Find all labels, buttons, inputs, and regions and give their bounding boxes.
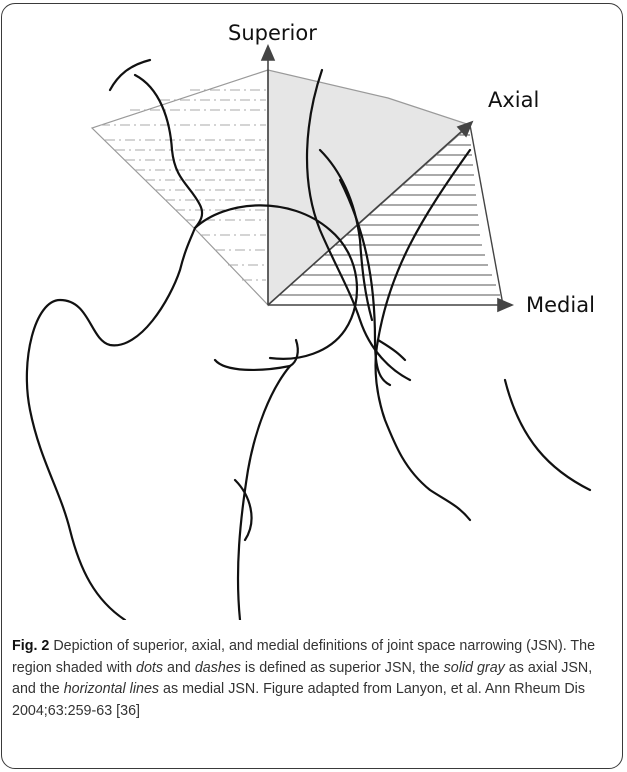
caption-em-dots: dots — [136, 660, 163, 676]
caption-text-2: and — [163, 660, 195, 676]
bone-outlines — [27, 60, 590, 620]
label-axial: Axial — [488, 88, 539, 112]
label-superior: Superior — [228, 21, 317, 45]
jsn-diagram: Superior Axial Medial — [0, 0, 627, 620]
caption-text-3: is defined as superior JSN, the — [241, 660, 444, 676]
caption-em-solid-gray: solid gray — [444, 660, 505, 676]
figure-number: Fig. 2 — [12, 638, 49, 654]
figure-caption: Fig. 2 Depiction of superior, axial, and… — [12, 636, 612, 722]
caption-em-dashes: dashes — [195, 660, 241, 676]
label-medial: Medial — [526, 293, 595, 317]
superior-jsn-dashes — [100, 90, 266, 280]
caption-em-horizontal-lines: horizontal lines — [64, 681, 159, 697]
